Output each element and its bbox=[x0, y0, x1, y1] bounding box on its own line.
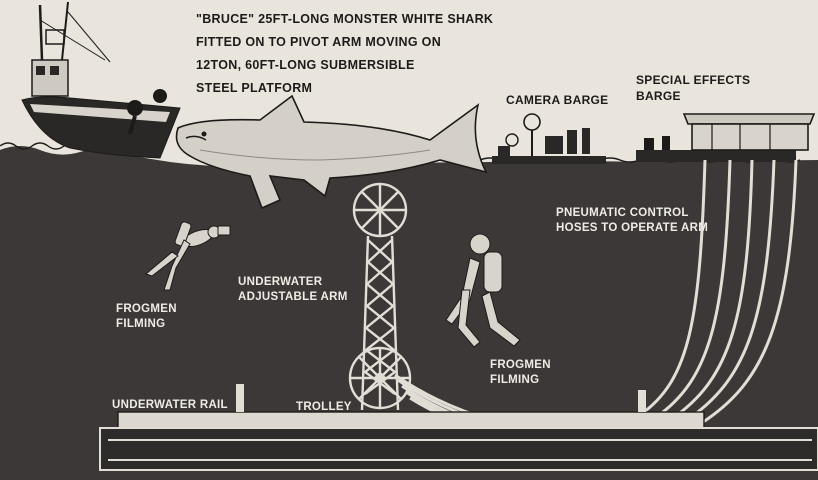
underwater-rail-text: UNDERWATER RAIL bbox=[112, 399, 228, 411]
special-effects-barge-label: SPECIAL EFFECTS BARGE bbox=[636, 72, 750, 104]
special-effects-line-2: BARGE bbox=[636, 89, 681, 103]
frogmen-left-label: FROGMEN FILMING bbox=[116, 302, 177, 332]
frogman-icon bbox=[144, 221, 231, 291]
shark-icon bbox=[175, 94, 488, 210]
pneumatic-line-2: HOSES TO OPERATE ARM bbox=[556, 222, 709, 234]
title-line-1: "BRUCE" 25ft-LONG MONSTER WHITE SHARK bbox=[196, 12, 494, 26]
title-line-2: FITTED ON TO PIVOT ARM MOVING ON bbox=[196, 35, 442, 49]
platform-icon bbox=[99, 384, 818, 471]
effects-barge-icon bbox=[636, 113, 816, 162]
pneumatic-hoses-label: PNEUMATIC CONTROL HOSES TO OPERATE ARM bbox=[556, 206, 708, 236]
frogman-icon bbox=[445, 233, 521, 348]
camera-barge-text: CAMERA BARGE bbox=[506, 93, 609, 107]
trolley-label: TROLLEY bbox=[296, 400, 352, 415]
special-effects-line-1: SPECIAL EFFECTS bbox=[636, 73, 751, 87]
title-caption: "BRUCE" 25ft-LONG MONSTER WHITE SHARK FI… bbox=[196, 8, 493, 100]
underwater-arm-label: UNDERWATER ADJUSTABLE ARM bbox=[238, 275, 348, 305]
underwater-rail-label: UNDERWATER RAIL bbox=[112, 398, 228, 413]
pulley-wheel-icon bbox=[348, 346, 412, 410]
frogmen-right-line-2: FILMING bbox=[490, 374, 540, 386]
trolley-text: TROLLEY bbox=[296, 401, 352, 413]
boat-icon bbox=[21, 1, 181, 159]
underwater-arm-line-1: UNDERWATER bbox=[238, 276, 323, 288]
frogmen-left-line-2: FILMING bbox=[116, 318, 166, 330]
camera-barge-label: CAMERA BARGE bbox=[506, 92, 609, 108]
underwater-arm-line-2: ADJUSTABLE ARM bbox=[238, 291, 348, 303]
title-line-4: STEEL PLATFORM bbox=[196, 81, 313, 95]
camera-barge-icon bbox=[492, 113, 606, 164]
frogmen-right-label: FROGMEN FILMING bbox=[490, 358, 551, 388]
title-line-3: 12TON, 60ft-LONG SUBMERSIBLE bbox=[196, 58, 415, 72]
pneumatic-line-1: PNEUMATIC CONTROL bbox=[556, 207, 689, 219]
frogmen-left-line-1: FROGMEN bbox=[116, 303, 177, 315]
frogmen-right-line-1: FROGMEN bbox=[490, 359, 551, 371]
